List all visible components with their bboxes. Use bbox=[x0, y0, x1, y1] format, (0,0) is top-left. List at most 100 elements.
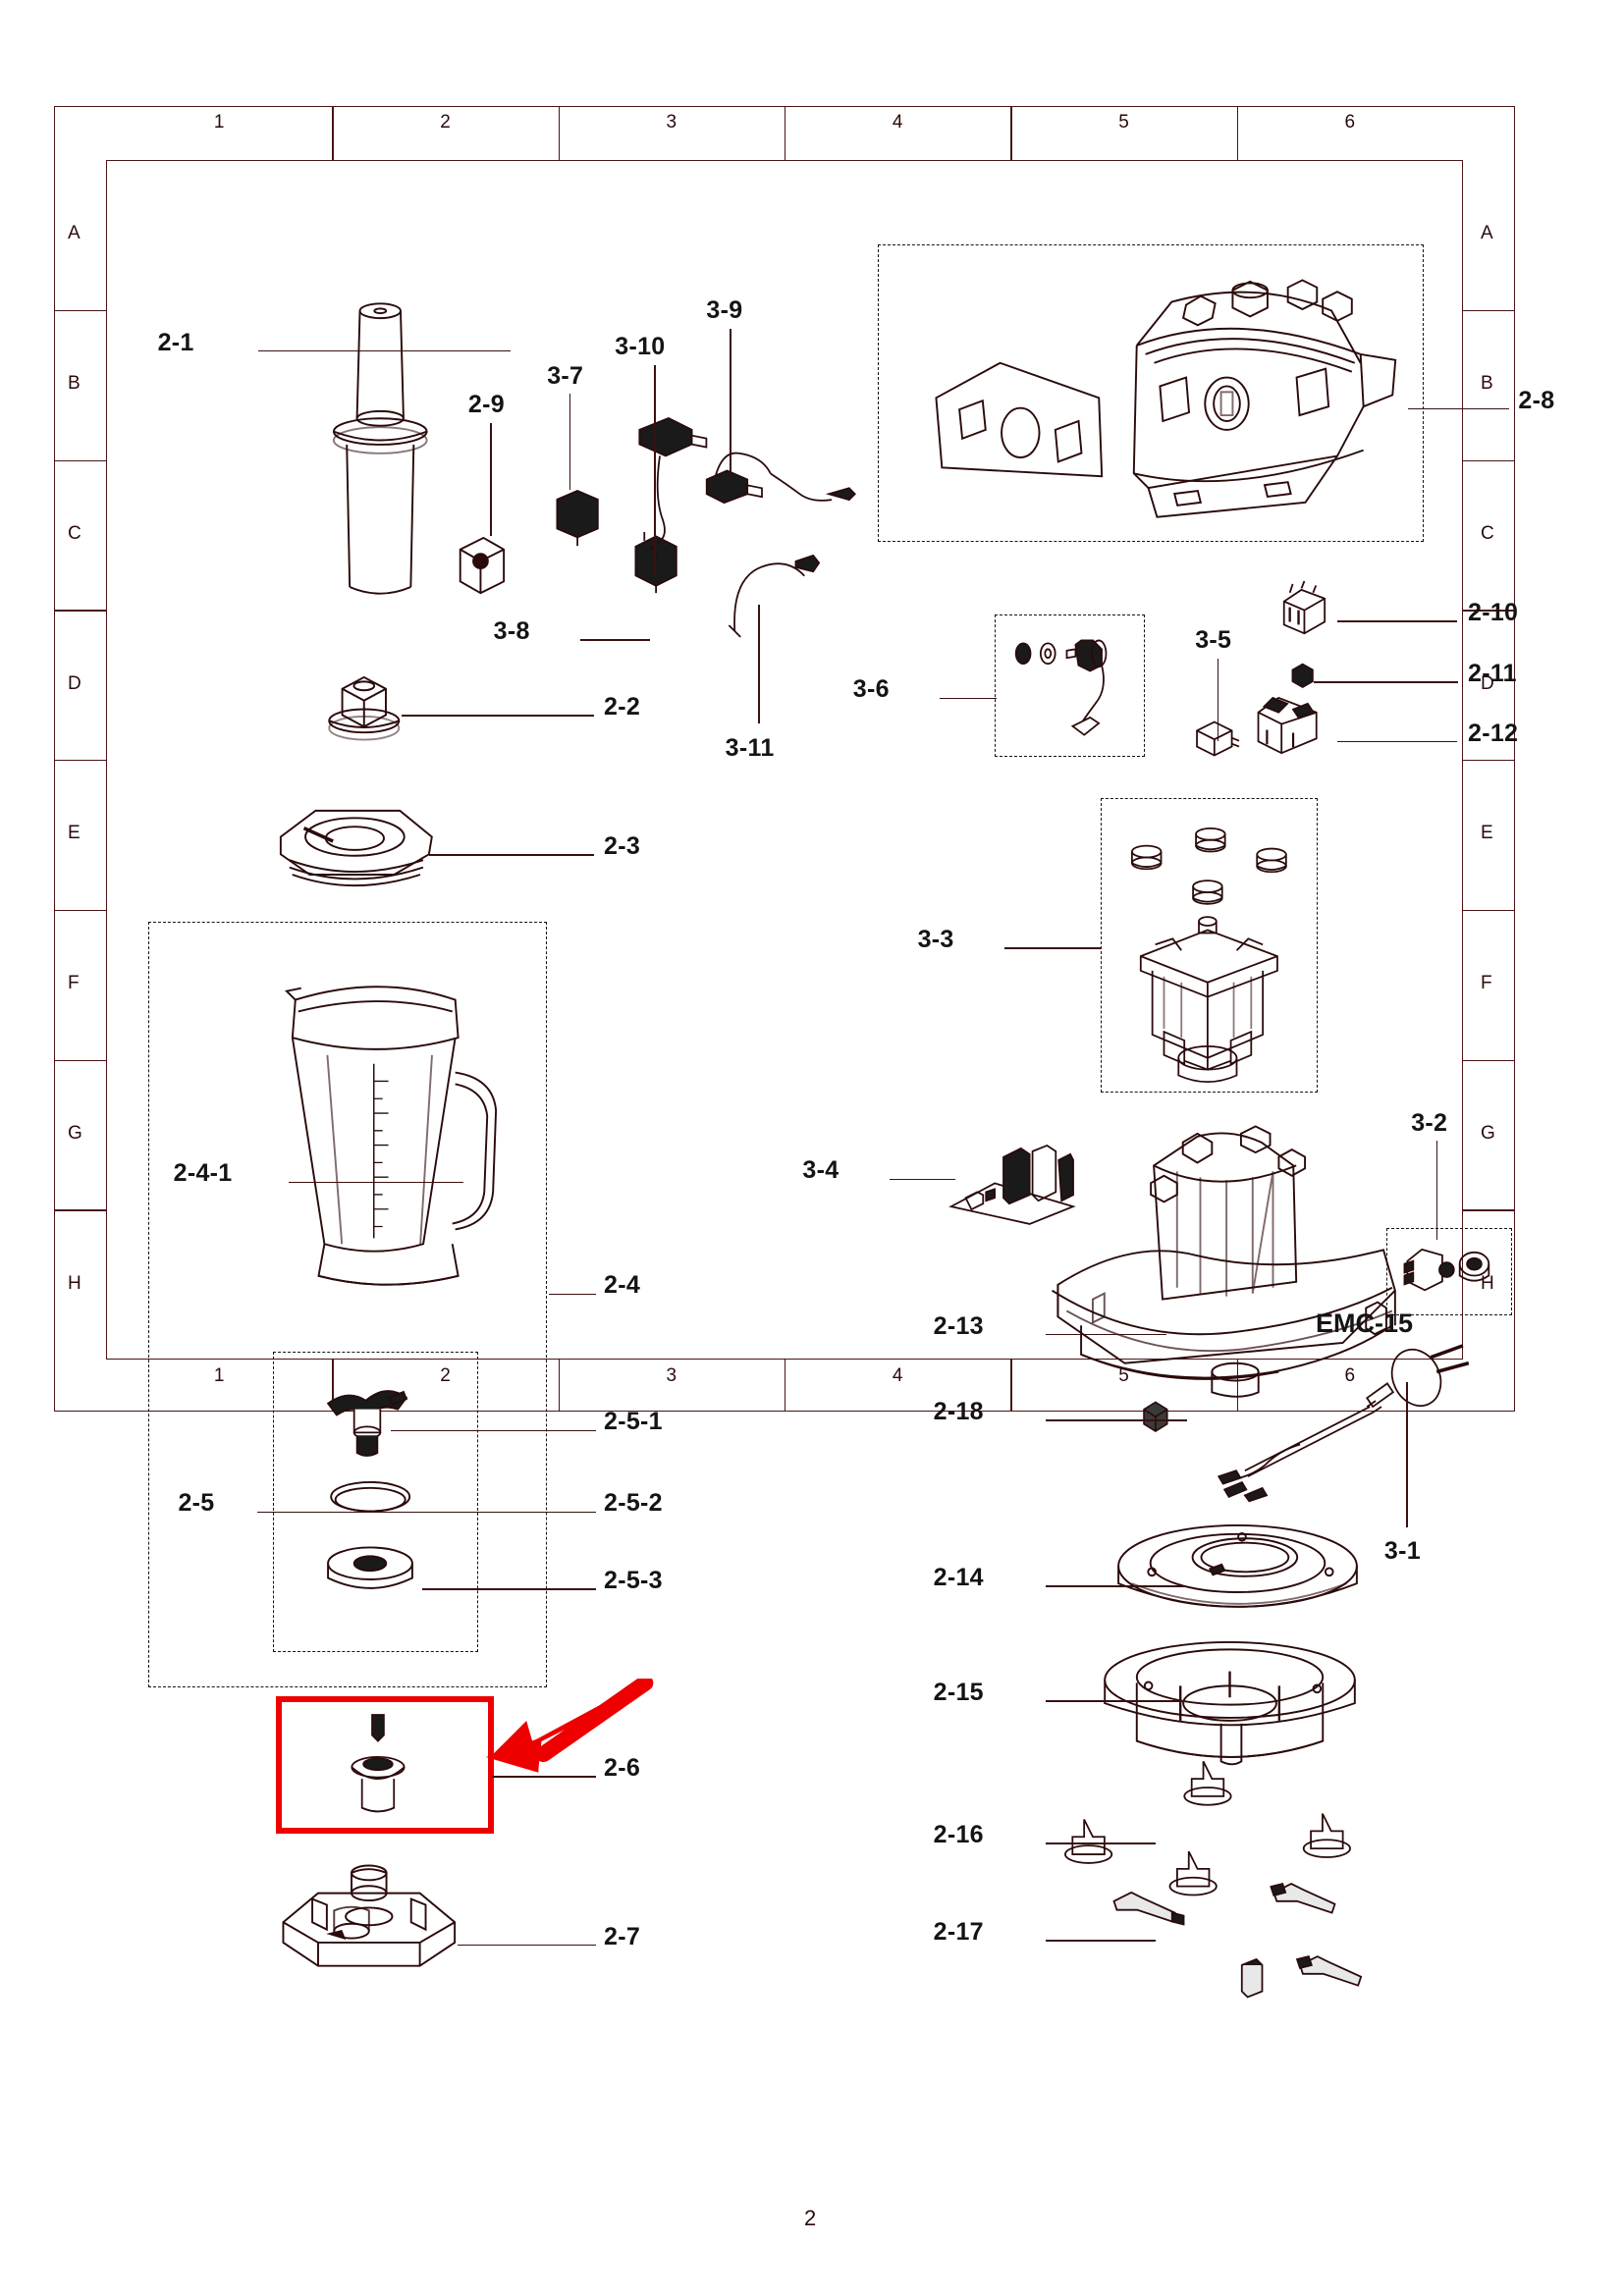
row-label-E: E bbox=[1481, 823, 1493, 844]
leader-line-3-11 bbox=[758, 604, 760, 724]
group-box-capacitor-group-3-2 bbox=[1385, 1227, 1512, 1315]
row-tick bbox=[54, 909, 106, 912]
row-tick bbox=[54, 610, 106, 612]
leader-line-2-17 bbox=[1045, 1940, 1157, 1942]
row-tick bbox=[1463, 309, 1515, 312]
leader-line-2-14 bbox=[1045, 1585, 1184, 1587]
callout-label-2-4-1: 2-4-1 bbox=[173, 1159, 233, 1188]
column-tick bbox=[332, 106, 334, 160]
column-label-6: 6 bbox=[1344, 1365, 1356, 1386]
callout-label-2-12: 2-12 bbox=[1468, 719, 1519, 747]
row-label-F: F bbox=[1481, 973, 1492, 994]
leader-line-2-1 bbox=[258, 349, 512, 352]
part-retainer-nut-2-5-3 bbox=[318, 1543, 422, 1601]
part-blade-assembly-2-5-1 bbox=[315, 1383, 419, 1462]
row-tick bbox=[1463, 1059, 1515, 1061]
part-base-plate-upper-2-14 bbox=[1104, 1520, 1372, 1632]
column-label-4: 4 bbox=[892, 1365, 903, 1386]
column-tick bbox=[1236, 1360, 1239, 1412]
row-label-D: D bbox=[1481, 672, 1494, 694]
callout-label-2-16: 2-16 bbox=[933, 1820, 984, 1848]
callout-label-3-9: 3-9 bbox=[706, 295, 743, 324]
row-label-B: B bbox=[68, 373, 81, 395]
callout-label-2-6: 2-6 bbox=[604, 1753, 641, 1782]
leader-line-2-16 bbox=[1045, 1842, 1157, 1844]
leader-line-2-5-1 bbox=[391, 1429, 596, 1432]
leader-line-3-10 bbox=[654, 364, 656, 576]
callout-label-2-1: 2-1 bbox=[157, 328, 194, 356]
part-rubber-foot-2-16 bbox=[1050, 1760, 1412, 1918]
callout-label-2-15: 2-15 bbox=[933, 1678, 984, 1706]
leader-line-3-7 bbox=[568, 394, 571, 490]
row-label-B: B bbox=[1481, 373, 1493, 395]
leader-line-2-7 bbox=[457, 1944, 596, 1947]
callout-label-2-14: 2-14 bbox=[933, 1563, 984, 1591]
part-wire-lead-3-10 bbox=[630, 412, 716, 558]
row-tick bbox=[54, 309, 106, 312]
row-tick bbox=[1463, 760, 1515, 762]
part-base-plate-lower-2-15 bbox=[1088, 1639, 1372, 1779]
leader-line-3-6 bbox=[940, 697, 997, 700]
drawing-frame-inner bbox=[106, 160, 1463, 1360]
callout-label-3-10: 3-10 bbox=[615, 333, 666, 360]
callout-label-2-10: 2-10 bbox=[1468, 598, 1519, 626]
row-label-A: A bbox=[1481, 223, 1493, 244]
leader-line-2-5-2 bbox=[406, 1511, 596, 1514]
column-tick bbox=[1236, 106, 1239, 160]
leader-line-2-5-3 bbox=[422, 1588, 596, 1590]
callout-label-2-5-3: 2-5-3 bbox=[604, 1566, 663, 1594]
row-tick bbox=[1463, 1209, 1515, 1211]
part-micro-switch-3-8 bbox=[624, 529, 687, 596]
row-label-G: G bbox=[68, 1122, 82, 1144]
part-terminal-block-2-10 bbox=[1270, 580, 1342, 639]
part-capacitor-set-3-2 bbox=[1394, 1238, 1508, 1305]
row-label-G: G bbox=[1481, 1122, 1495, 1144]
column-tick bbox=[332, 1360, 334, 1412]
column-label-4: 4 bbox=[892, 112, 903, 133]
part-blade-spacer-2-9 bbox=[446, 532, 518, 602]
part-tamper-2-1 bbox=[309, 291, 452, 624]
column-tick bbox=[1010, 1360, 1012, 1412]
part-switch-bracket-2-12 bbox=[1246, 692, 1337, 762]
page-number: 2 bbox=[804, 2206, 817, 2230]
row-label-A: A bbox=[68, 223, 81, 244]
callout-label-2-7: 2-7 bbox=[604, 1922, 641, 1950]
leader-line-2-4-1 bbox=[288, 1181, 464, 1184]
row-tick bbox=[54, 1209, 106, 1211]
leader-line-3-1 bbox=[1406, 1381, 1408, 1527]
column-label-2: 2 bbox=[440, 1365, 451, 1386]
callout-label-2-4: 2-4 bbox=[604, 1271, 641, 1300]
callout-label-2-13: 2-13 bbox=[933, 1311, 984, 1340]
leader-line-2-2 bbox=[402, 715, 595, 717]
leader-line-2-5 bbox=[256, 1511, 439, 1514]
part-wire-loop-3-11 bbox=[722, 553, 832, 640]
row-label-H: H bbox=[68, 1272, 81, 1294]
part-blade-gasket-2-5-2 bbox=[323, 1476, 417, 1520]
callout-label-2-3: 2-3 bbox=[604, 832, 641, 861]
leader-line-2-3 bbox=[428, 854, 595, 856]
row-label-C: C bbox=[68, 522, 81, 544]
part-jar-base-2-7 bbox=[260, 1864, 478, 1978]
highlight-box-2-6 bbox=[276, 1695, 494, 1835]
callout-label-2-9: 2-9 bbox=[467, 391, 505, 419]
leader-line-3-8 bbox=[579, 639, 650, 641]
column-label-1: 1 bbox=[213, 112, 225, 133]
row-label-E: E bbox=[68, 823, 81, 844]
leader-line-3-5 bbox=[1217, 658, 1219, 741]
column-tick bbox=[1010, 106, 1012, 160]
leader-line-2-11 bbox=[1313, 681, 1459, 683]
leader-line-3-9 bbox=[730, 328, 731, 474]
column-label-6: 6 bbox=[1344, 112, 1356, 133]
column-label-2: 2 bbox=[440, 112, 451, 133]
part-speed-potentiometer-3-6 bbox=[1006, 636, 1139, 741]
group-box-blade-group-2-5 bbox=[272, 1351, 478, 1653]
callout-label-3-5: 3-5 bbox=[1195, 626, 1232, 655]
row-tick bbox=[54, 760, 106, 762]
row-tick bbox=[1463, 459, 1515, 461]
column-tick bbox=[558, 106, 561, 160]
group-box-jar-group-2-4 bbox=[147, 921, 548, 1687]
part-pcb-board-3-4 bbox=[940, 1143, 1085, 1227]
row-tick bbox=[54, 459, 106, 461]
column-tick bbox=[558, 1360, 561, 1412]
callout-label-3-7: 3-7 bbox=[547, 361, 584, 390]
